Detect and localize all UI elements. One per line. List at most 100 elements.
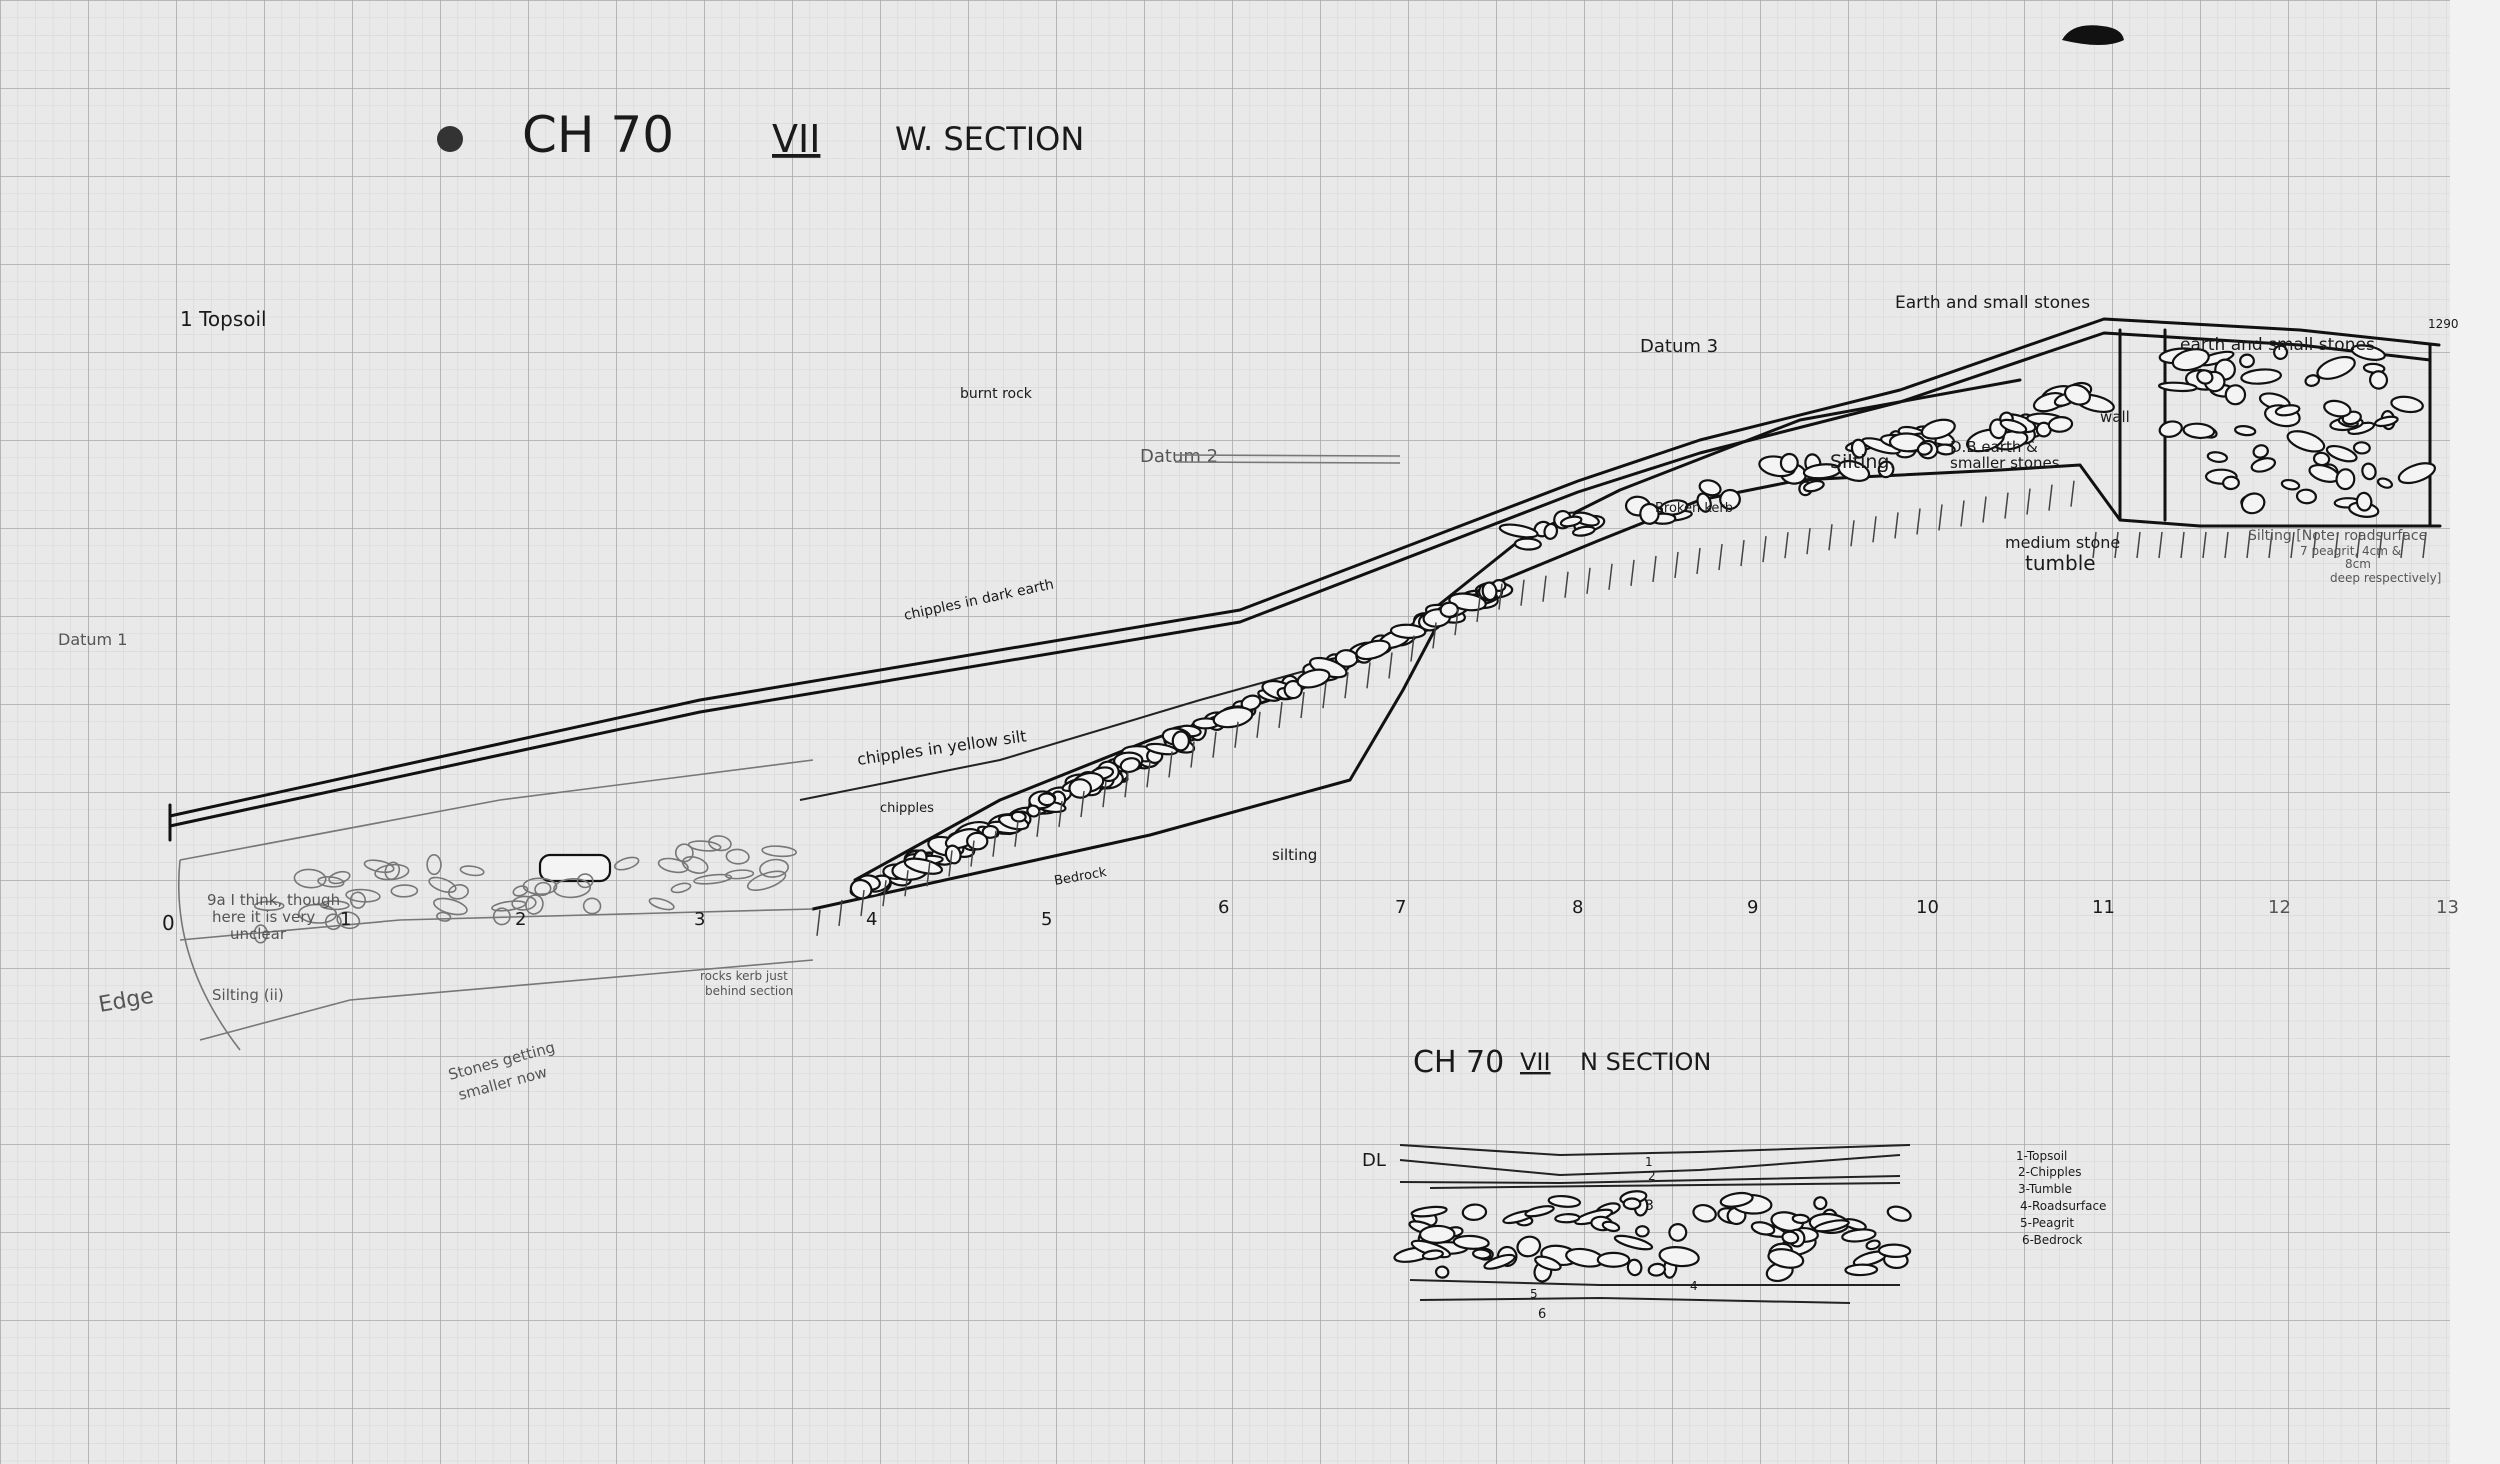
stone — [426, 854, 442, 876]
stone — [759, 858, 789, 878]
n-title-site: CH 70 — [1413, 1045, 1504, 1080]
stone — [1452, 1234, 1490, 1250]
label-silting-note: Silting [Note: roadsurface — [2248, 528, 2427, 544]
hatch-mark — [882, 880, 887, 907]
hatch-mark — [2312, 531, 2317, 559]
hatch-mark — [2334, 531, 2339, 559]
scale-mark: 13 — [2436, 897, 2459, 918]
label-unclear-2: here it is very — [212, 908, 315, 926]
stone — [2171, 348, 2210, 372]
hatch-mark — [1454, 609, 1459, 636]
n-layer-mark: 5 — [1530, 1287, 1538, 1301]
stone — [1498, 523, 1539, 539]
legend-item: 3-Tumble — [2018, 1182, 2072, 1196]
stone — [1418, 1224, 1456, 1244]
hatch-mark — [2422, 531, 2427, 559]
hatch-mark — [1322, 682, 1327, 709]
legend-item: 5-Peagrit — [2020, 1216, 2074, 1230]
label-silting-mid: silting — [1272, 846, 1317, 864]
stone — [1647, 1262, 1667, 1277]
label-unclear-1: 9a I think, though — [207, 891, 340, 909]
stone — [512, 885, 529, 897]
stone — [576, 873, 594, 889]
hatch-mark — [1542, 575, 1547, 602]
label-rocks-kerb: rocks kerb just — [700, 969, 788, 983]
label-db-earth-2: smaller stones — [1950, 454, 2060, 472]
title-site: CH 70 — [522, 106, 674, 164]
n-layer-mark: 1 — [1645, 1155, 1653, 1169]
label-wall: wall — [2100, 408, 2130, 426]
stone — [2182, 422, 2216, 440]
stone — [1119, 757, 1141, 774]
stone — [1692, 1203, 1717, 1223]
label-broken-kerb: Broken kerb — [1655, 501, 1733, 516]
scale-mark: 9 — [1747, 897, 1758, 918]
hatch-mark — [1190, 741, 1195, 768]
hatch-mark — [1498, 583, 1503, 610]
stone — [1355, 639, 1391, 661]
datum-1: Datum 1 — [58, 630, 127, 649]
stone — [1698, 479, 1722, 497]
stone — [1389, 623, 1427, 639]
stone — [613, 856, 640, 871]
stone — [2047, 416, 2074, 433]
hatch-mark — [1806, 528, 1811, 555]
stone — [1877, 460, 1895, 479]
hatch-mark — [1762, 536, 1767, 563]
hatch-mark — [1234, 721, 1239, 748]
stone — [447, 884, 469, 900]
stone — [1434, 1265, 1450, 1279]
stone — [708, 835, 732, 852]
datum-2: Datum 2 — [1140, 446, 1218, 467]
stone — [298, 903, 338, 924]
hatch-mark — [1564, 571, 1569, 598]
hatch-mark — [1344, 672, 1349, 699]
hatch-mark — [970, 840, 975, 867]
stone — [903, 857, 944, 875]
stone — [491, 900, 527, 912]
hatch-mark — [816, 909, 821, 936]
stone — [1483, 1253, 1516, 1270]
n-layer-mark: 3 — [1645, 1198, 1654, 1214]
stone — [2063, 383, 2092, 406]
stone — [390, 884, 419, 898]
label-silting: Silting. — [1830, 451, 1896, 473]
hatch-mark — [1256, 711, 1261, 738]
hatch-mark — [1410, 635, 1415, 662]
stone — [648, 897, 675, 911]
stone — [428, 876, 457, 894]
stone — [849, 878, 873, 900]
n-title-section: N SECTION — [1580, 1048, 1711, 1076]
stone — [1601, 1220, 1621, 1233]
stone — [1534, 1255, 1562, 1271]
hatch-mark — [2356, 531, 2361, 559]
stone — [1877, 1243, 1912, 1258]
hatch-mark — [1212, 731, 1217, 758]
stone — [534, 881, 552, 896]
stone — [1171, 730, 1190, 752]
legend-item: 6-Bedrock — [2022, 1233, 2082, 1247]
n-layer-lines — [1399, 1144, 1911, 1304]
hatch-mark — [2136, 531, 2141, 559]
stone — [657, 857, 689, 874]
stone — [1750, 1221, 1776, 1236]
stone — [2323, 399, 2352, 418]
stone — [253, 900, 285, 911]
hatch-mark — [1476, 595, 1481, 623]
stone — [2239, 353, 2255, 369]
label-level: 1290 — [2428, 317, 2459, 331]
hatch-mark — [2400, 531, 2405, 559]
hatch-mark — [1014, 820, 1019, 847]
stone — [293, 868, 327, 889]
hatch-mark — [1278, 701, 1283, 729]
stone — [2369, 370, 2389, 390]
legend-item: 1-Topsoil — [2016, 1149, 2067, 1163]
scale-mark: 5 — [1041, 909, 1052, 930]
hatch-mark — [1080, 790, 1085, 818]
stone — [2206, 451, 2229, 463]
stone — [317, 876, 345, 888]
label-earth-small-stones-2: earth and small stones — [2180, 335, 2375, 355]
hatch-mark — [1586, 567, 1591, 594]
stone — [2280, 478, 2301, 491]
hatch-mark — [1938, 504, 1943, 531]
